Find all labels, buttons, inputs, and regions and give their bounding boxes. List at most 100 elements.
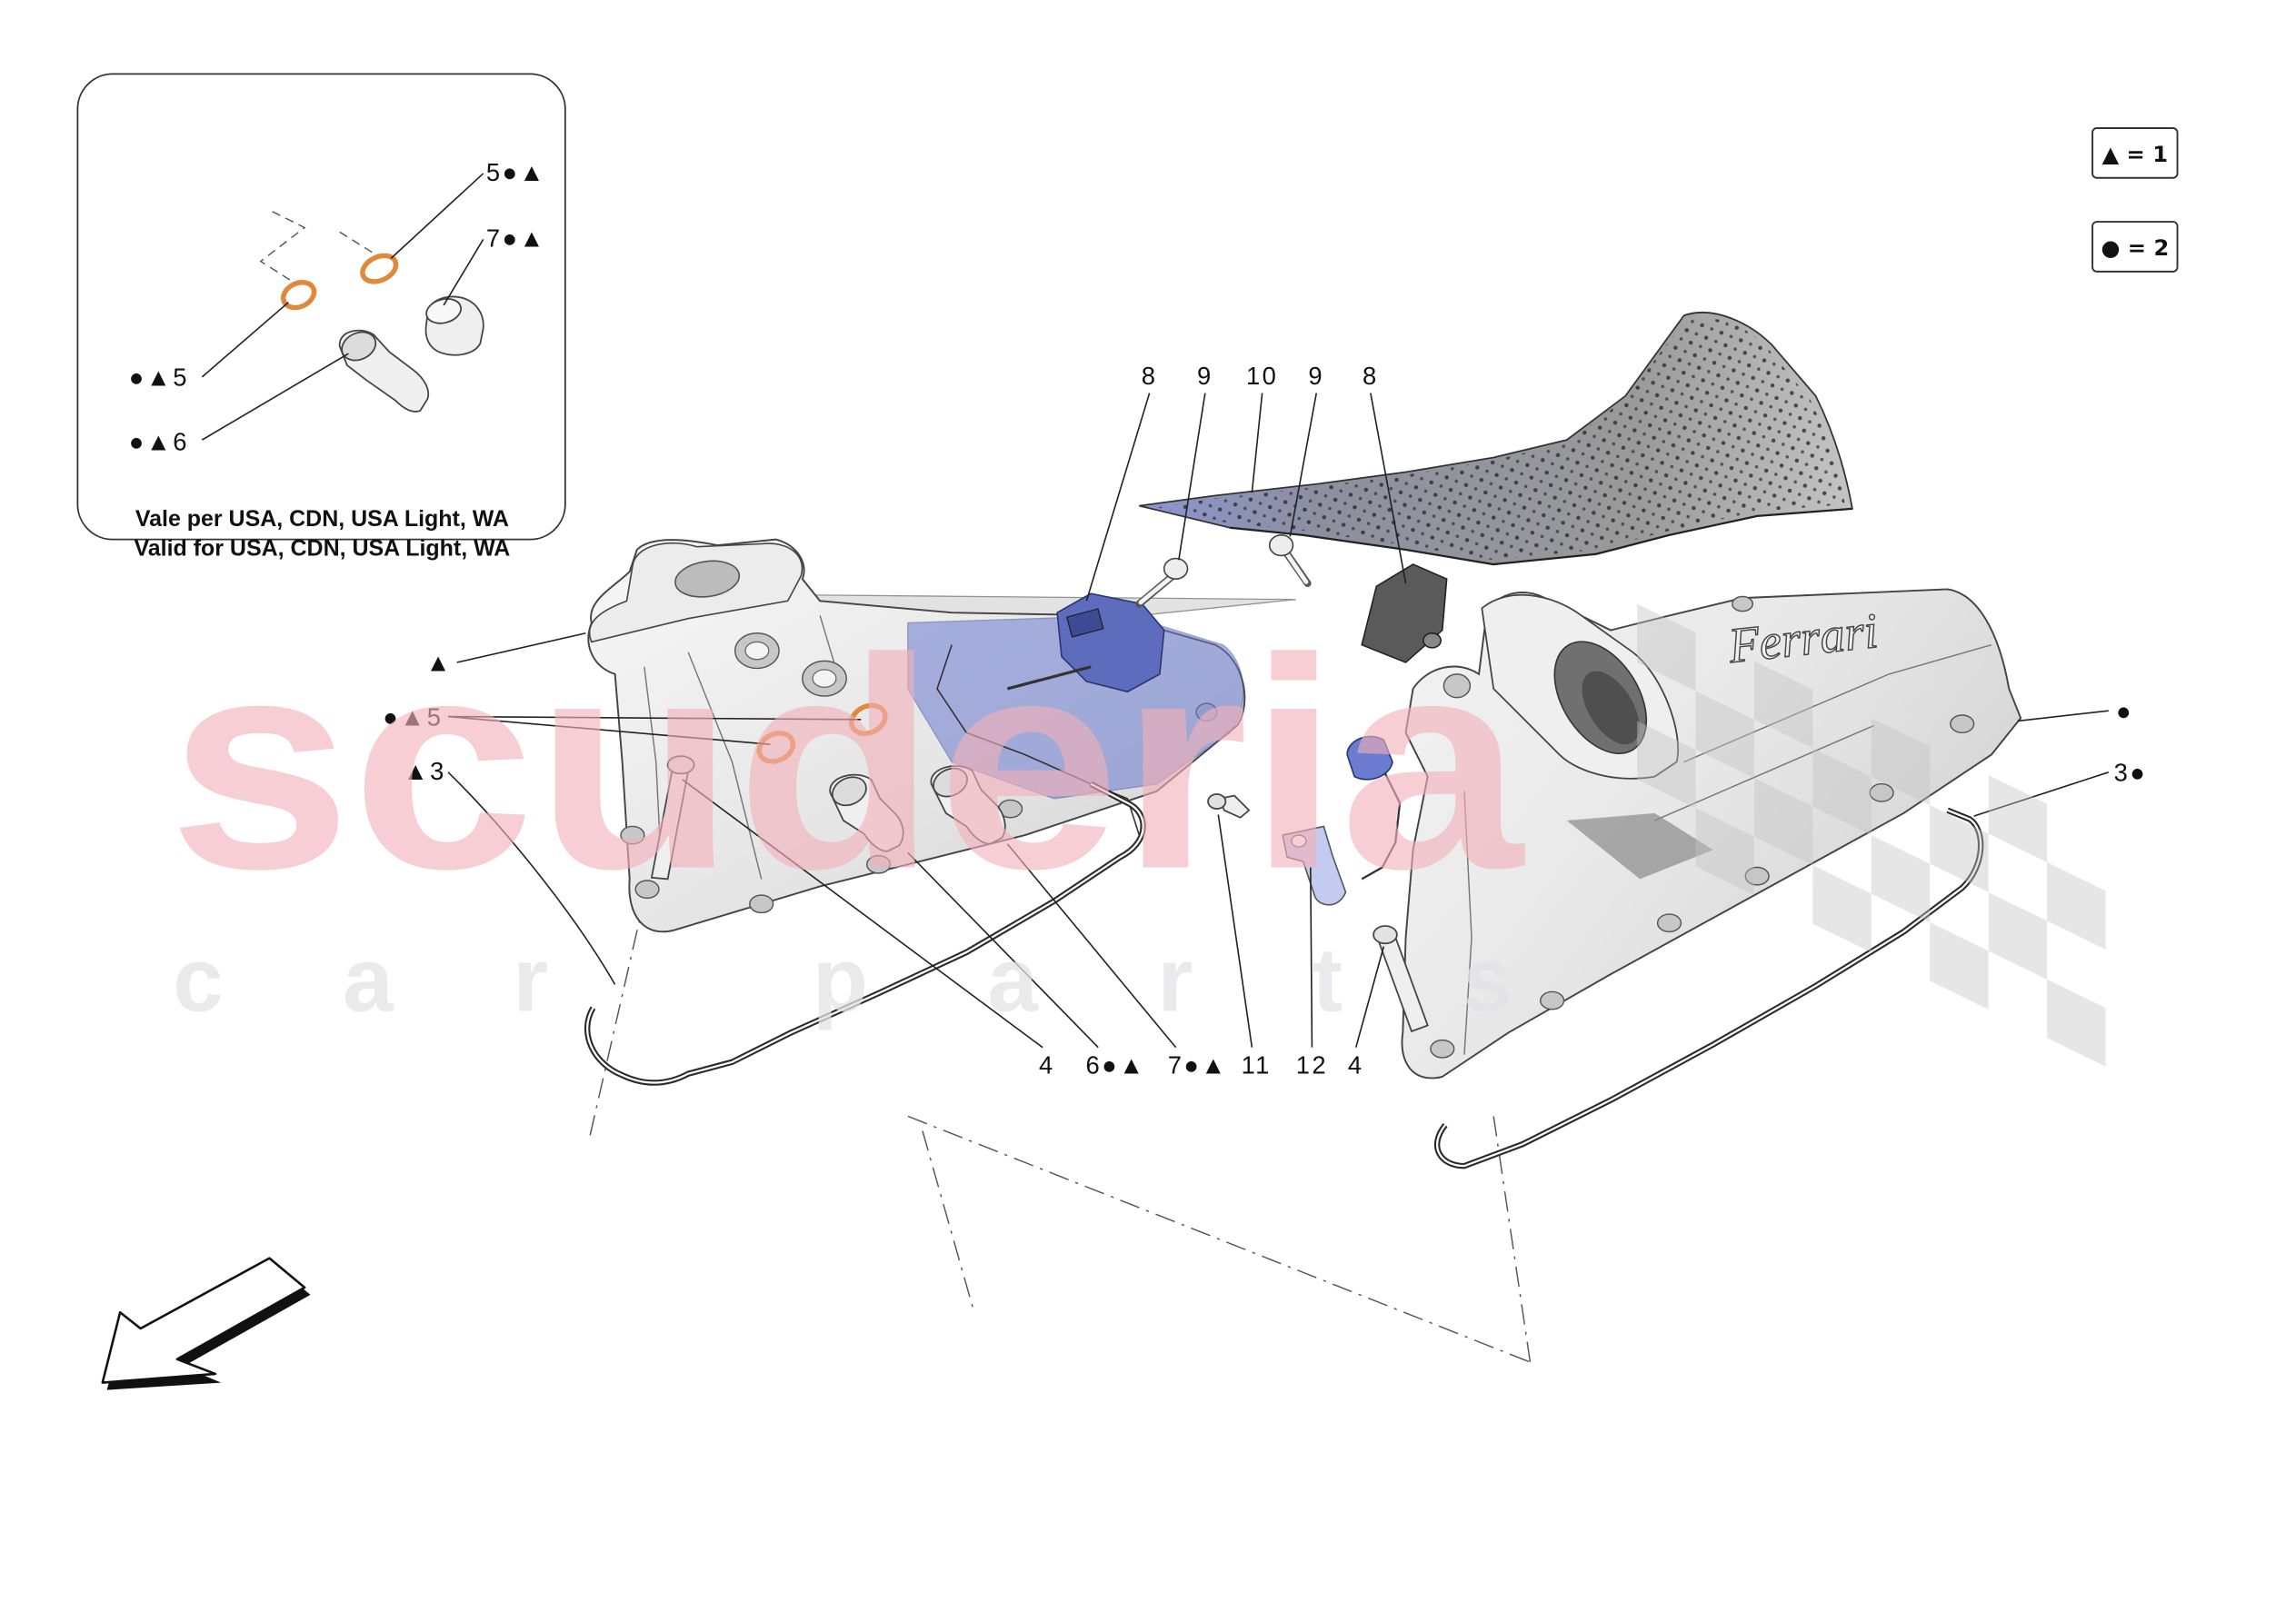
o-ring-5-right	[849, 702, 888, 737]
inset-reference-line	[339, 231, 375, 255]
bolt-boss	[1732, 595, 1754, 612]
left-cover-cam-boss-hole	[812, 669, 837, 689]
small-sensor-wire	[1361, 772, 1402, 881]
flag-square	[2047, 861, 2106, 950]
small-sensor	[1346, 735, 1393, 781]
callout-5-left[interactable]: ●▲5	[383, 702, 443, 731]
callout-7[interactable]: 7●▲	[1168, 1051, 1228, 1080]
leader-line	[1370, 393, 1407, 584]
bolt-boss	[1869, 782, 1894, 802]
leader-lines	[447, 393, 2110, 1049]
left-head-cover	[587, 538, 1296, 933]
left-cover-wire	[936, 644, 1141, 836]
inset-leader	[443, 239, 484, 306]
inset-frame	[76, 73, 566, 541]
leader-line	[1310, 867, 1313, 1048]
bolt-boss	[1950, 714, 1975, 734]
inset-label-o-ring-top[interactable]: 5●▲	[486, 158, 546, 186]
legend-circle-text: ● = 2	[2101, 235, 2169, 261]
sensor-8-left-connector	[1065, 608, 1104, 638]
right-head-cover: Ferrari	[1401, 588, 2022, 1080]
dash-dot-line	[1492, 1116, 1532, 1363]
inset-label-plug[interactable]: 7●▲	[486, 224, 546, 252]
leader-line	[1217, 814, 1253, 1048]
inset-o-ring-top	[360, 253, 399, 284]
callout-left-triangle[interactable]: ▲	[426, 649, 454, 677]
connector-7-hex	[933, 767, 968, 798]
inset-leader	[390, 173, 484, 259]
right-cover-intake-inner	[1582, 671, 1640, 745]
inset-box: 5●▲ 7●▲ ●▲5 ●▲6 Vale per USA, CDN, USA L…	[76, 73, 566, 561]
bolt-11-head	[1207, 793, 1227, 810]
right-gasket	[1433, 807, 1984, 1169]
leader-line	[456, 632, 586, 663]
callout-labels: 8 9 10 9 8 ▲ ●▲5 ▲3 4 6●▲ 7●▲ 11 12 4 ● …	[383, 362, 2148, 1080]
bolt-9-left-head	[1163, 557, 1189, 580]
leader-line	[1085, 393, 1151, 602]
leader-line	[447, 715, 771, 746]
inset-o-ring-left	[280, 280, 317, 311]
flag-square	[1988, 775, 2048, 862]
bolt-boss	[1540, 990, 1565, 1010]
bolt-4-left-head	[666, 755, 695, 775]
flag-square	[1812, 865, 1872, 953]
inset-plug-cap-top	[425, 298, 462, 324]
callout-right-circle[interactable]: ●	[2116, 697, 2133, 725]
flag-square	[1871, 835, 1931, 923]
leader-line	[682, 779, 1043, 1049]
callout-3-right[interactable]: 3●	[2114, 758, 2148, 786]
sensor-8-right-tip	[1423, 632, 1442, 649]
leader-line	[1354, 946, 1385, 1048]
bolt-boss	[749, 894, 774, 914]
small-parts	[650, 534, 1448, 1033]
bolt-9-right-shank-hl	[1282, 547, 1309, 584]
leader-line	[1251, 393, 1263, 493]
flag-square	[1930, 922, 1989, 1010]
inset-leader	[201, 353, 349, 441]
callout-9-left[interactable]: 9	[1197, 362, 1213, 390]
left-gasket-inner	[586, 782, 1144, 1084]
inset-label-o-ring-left[interactable]: ●▲5	[129, 363, 189, 392]
callout-9-right[interactable]: 9	[1308, 362, 1324, 390]
callout-10[interactable]: 10	[1246, 362, 1278, 390]
callout-11[interactable]: 11	[1242, 1051, 1272, 1080]
right-cover-side-boss	[1442, 673, 1472, 699]
inset-reference-line	[259, 211, 306, 283]
direction-arrow-icon	[101, 1257, 311, 1390]
right-cover-dark-recess	[1566, 812, 1713, 880]
callout-8-right[interactable]: 8	[1363, 362, 1379, 390]
callout-12[interactable]: 12	[1296, 1051, 1328, 1080]
flag-square	[2047, 979, 2106, 1067]
leader-line	[447, 771, 616, 985]
left-cover-cam-boss-hole	[744, 641, 770, 661]
legend-box-circle	[2091, 221, 2179, 273]
callout-8-left[interactable]: 8	[1142, 362, 1158, 390]
callout-3-left[interactable]: ▲3	[404, 757, 446, 785]
right-gasket-inner	[1436, 809, 1982, 1168]
dash-dot-line	[922, 1130, 974, 1311]
leader-line	[1289, 393, 1318, 537]
inset-label-connector[interactable]: ●▲6	[129, 427, 189, 455]
leader-line	[2017, 710, 2109, 722]
bolt-4-right-head	[1373, 925, 1398, 945]
inset-leader	[201, 302, 289, 378]
leader-line	[447, 715, 862, 721]
heat-shield-edge	[1230, 507, 1852, 566]
callout-6[interactable]: 6●▲	[1086, 1051, 1146, 1080]
inset-note-italian: Vale per USA, CDN, USA Light, WA	[135, 506, 509, 532]
connector-6-hex	[831, 776, 867, 807]
leader-line	[1178, 393, 1206, 561]
right-cover-ridge	[1463, 643, 1992, 1055]
bracket-12-hole	[1291, 834, 1307, 848]
callout-4-right[interactable]: 4	[1348, 1051, 1364, 1080]
direction-arrow-face	[101, 1257, 306, 1384]
bolt-11	[1218, 794, 1251, 819]
left-cover-flange-hole	[674, 560, 741, 598]
callout-4-left[interactable]: 4	[1039, 1051, 1055, 1080]
bolt-9-left-shank-hl	[1138, 572, 1177, 605]
leader-line	[1006, 843, 1177, 1049]
left-gasket	[584, 781, 1146, 1086]
bolt-boss	[1656, 913, 1682, 933]
legend-box-triangle	[2091, 127, 2179, 179]
